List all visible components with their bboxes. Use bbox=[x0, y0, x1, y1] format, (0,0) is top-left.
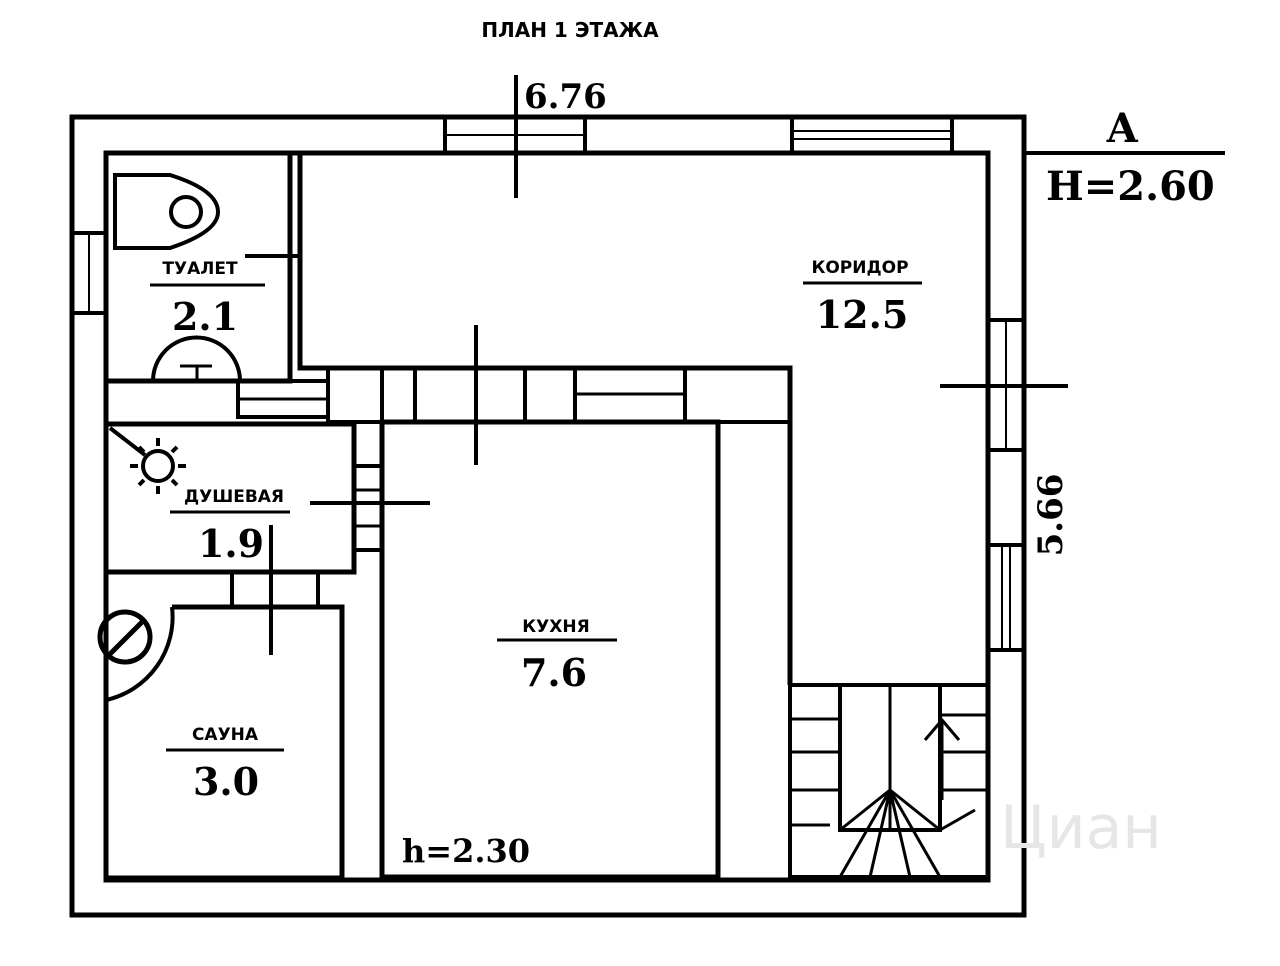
shower-door-frame bbox=[352, 464, 384, 552]
kitchen-height: h=2.30 bbox=[402, 832, 530, 870]
window-right-2 bbox=[986, 543, 1026, 652]
depth-dimension: 5.66 bbox=[1031, 474, 1071, 557]
kitchen-door-frame bbox=[413, 366, 527, 424]
sink-fixture bbox=[151, 335, 242, 382]
sauna-door-arc bbox=[105, 606, 175, 702]
sauna-label: САУНА bbox=[192, 725, 259, 745]
toilet-area: 2.1 bbox=[172, 294, 238, 339]
plan-title: ПЛАН 1 ЭТАЖА bbox=[481, 18, 659, 42]
shower-head-icon bbox=[108, 426, 186, 494]
watermark: Циан bbox=[1000, 793, 1162, 863]
section-marker-letter: А bbox=[1106, 105, 1139, 152]
sauna-door-frame bbox=[230, 570, 320, 609]
kitchen-label: КУХНЯ bbox=[522, 617, 589, 637]
corridor-label: КОРИДОР bbox=[811, 258, 908, 278]
toilet-label: ТУАЛЕТ bbox=[162, 259, 238, 279]
wall-block-2 bbox=[326, 366, 384, 424]
kitchen-area: 7.6 bbox=[521, 650, 587, 695]
sauna-stove-icon bbox=[97, 609, 153, 665]
corridor-area: 12.5 bbox=[816, 292, 909, 337]
section-marker-height: Н=2.60 bbox=[1046, 163, 1215, 210]
toilet-fixture bbox=[113, 173, 221, 250]
shower-label: ДУШЕВАЯ bbox=[184, 487, 284, 507]
window-top-2 bbox=[790, 115, 954, 155]
width-dimension: 6.76 bbox=[524, 77, 607, 117]
shower-area: 1.9 bbox=[198, 521, 264, 566]
sauna-area: 3.0 bbox=[193, 759, 259, 804]
